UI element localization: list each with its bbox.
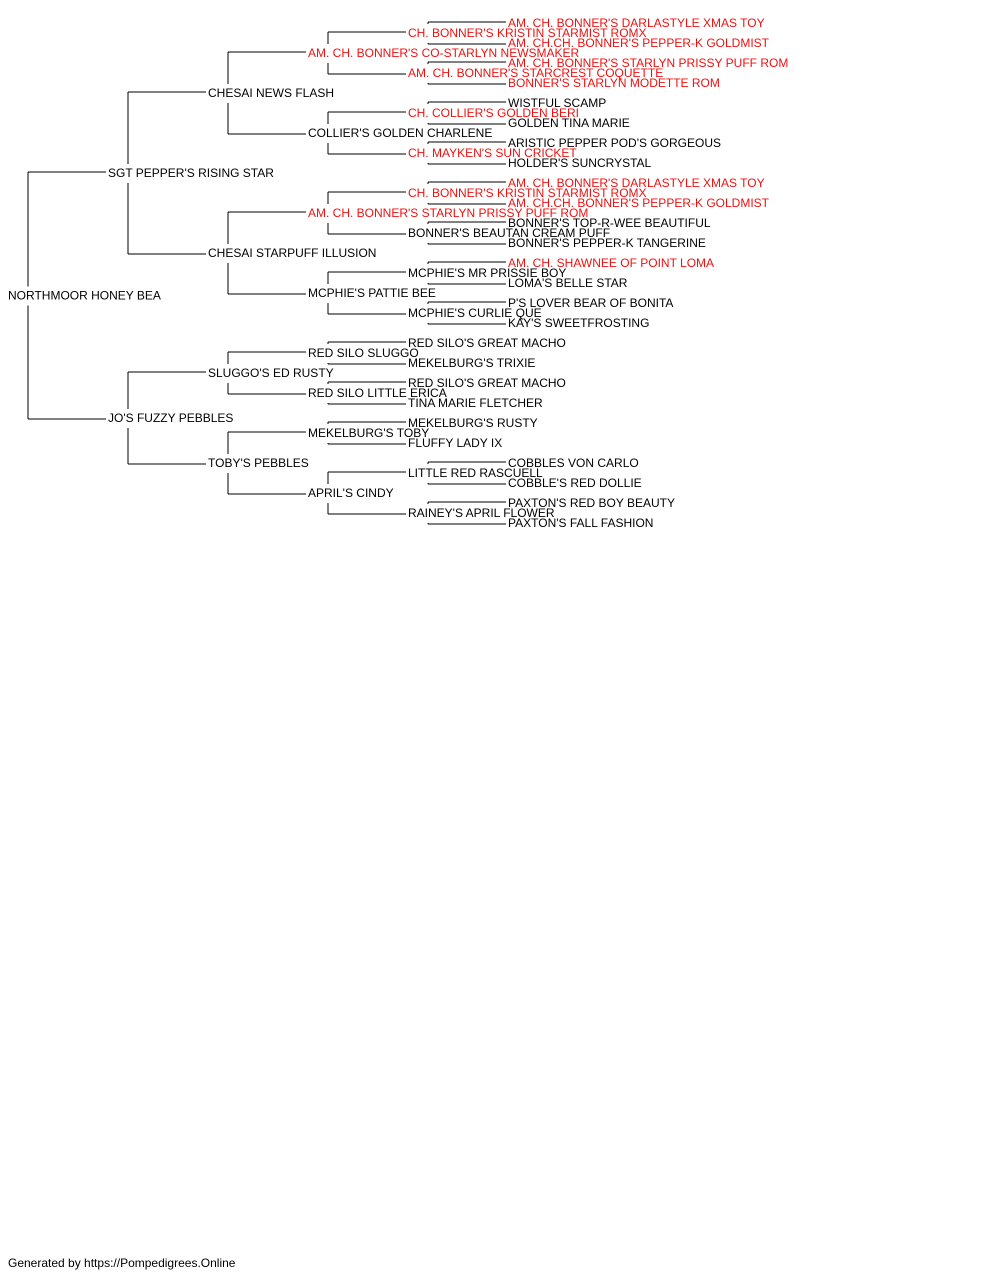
dog-name: CH. COLLIER'S GOLDEN BERI (408, 106, 579, 120)
dog-name: CHESAI STARPUFF ILLUSION (208, 246, 376, 260)
dog-name: COLLIER'S GOLDEN CHARLENE (308, 126, 492, 140)
dog-name: MCPHIE'S MR PRISSIE BOY (408, 266, 566, 280)
dog-name: WISTFUL SCAMP (508, 96, 606, 110)
dog-name: CHESAI NEWS FLASH (208, 86, 334, 100)
dog-name: LITTLE RED RASCUELL (408, 466, 543, 480)
dog-name: MCPHIE'S CURLIE QUE (408, 306, 542, 320)
dog-name: RED SILO LITTLE ERICA (308, 386, 447, 400)
dog-name: AM. CH.CH. BONNER'S PEPPER-K GOLDMIST (508, 196, 770, 210)
pedigree-tree: NORTHMOOR HONEY BEA SGT PEPPER'S RISING S… (8, 16, 788, 530)
dog-name: SLUGGO'S ED RUSTY (208, 366, 334, 380)
dog-name: AM. CH. BONNER'S STARLYN PRISSY PUFF ROM (308, 206, 588, 220)
dog-name: BONNER'S TOP-R-WEE BEAUTIFUL (508, 216, 711, 230)
dog-name: KAY'S SWEETFROSTING (508, 316, 649, 330)
dog-name: AM. CH. BONNER'S STARCREST COQUETTE (408, 66, 663, 80)
dog-name: BONNER'S BEAUTAN CREAM PUFF (408, 226, 610, 240)
dog-name: APRIL'S CINDY (308, 486, 394, 500)
dog-name: JO'S FUZZY PEBBLES (108, 411, 233, 425)
dog-name: FLUFFY LADY IX (408, 436, 502, 450)
dog-name: PAXTON'S RED BOY BEAUTY (508, 496, 675, 510)
dog-name: AM. CH.CH. BONNER'S PEPPER-K GOLDMIST (508, 36, 770, 50)
dog-name: PAXTON'S FALL FASHION (508, 516, 653, 530)
dog-name: AM. CH. BONNER'S CO-STARLYN NEWSMAKER (308, 46, 580, 60)
dog-name: MEKELBURG'S TOBY (308, 426, 429, 440)
dog-name: LOMA'S BELLE STAR (508, 276, 628, 290)
dog-name: AM. CH. BONNER'S DARLASTYLE XMAS TOY (508, 16, 765, 30)
dog-name: RAINEY'S APRIL FLOWER (408, 506, 555, 520)
dog-name: SGT PEPPER'S RISING STAR (108, 166, 274, 180)
dog-name: AM. CH. SHAWNEE OF POINT LOMA (508, 256, 714, 270)
dog-name: ARISTIC PEPPER POD'S GORGEOUS (508, 136, 721, 150)
dog-name: COBBLES VON CARLO (508, 456, 639, 470)
dog-name: HOLDER'S SUNCRYSTAL (508, 156, 652, 170)
dog-name: CH. MAYKEN'S SUN CRICKET (408, 146, 577, 160)
dog-name: NORTHMOOR HONEY BEA (8, 289, 161, 303)
dog-name: CH. BONNER'S KRISTIN STARMIST ROMX (408, 186, 647, 200)
dog-name: MCPHIE'S PATTIE BEE (308, 286, 436, 300)
dog-name: COBBLE'S RED DOLLIE (508, 476, 642, 490)
dog-name: MEKELBURG'S TRIXIE (408, 356, 535, 370)
dog-name: GOLDEN TINA MARIE (508, 116, 630, 130)
dog-name: TINA MARIE FLETCHER (408, 396, 543, 410)
dog-name: TOBY'S PEBBLES (208, 456, 309, 470)
dog-name: AM. CH. BONNER'S DARLASTYLE XMAS TOY (508, 176, 765, 190)
footer-credit: Generated by https://Pompedigrees.Online (8, 1256, 236, 1270)
dog-name: RED SILO SLUGGO (308, 346, 419, 360)
dog-name: CH. BONNER'S KRISTIN STARMIST ROMX (408, 26, 647, 40)
dog-name: P'S LOVER BEAR OF BONITA (508, 296, 673, 310)
dog-name: BONNER'S PEPPER-K TANGERINE (508, 236, 706, 250)
dog-name: RED SILO'S GREAT MACHO (408, 336, 566, 350)
dog-name: BONNER'S STARLYN MODETTE ROM (508, 76, 720, 90)
dog-name: RED SILO'S GREAT MACHO (408, 376, 566, 390)
dog-name: MEKELBURG'S RUSTY (408, 416, 538, 430)
dog-name: AM. CH. BONNER'S STARLYN PRISSY PUFF ROM (508, 56, 788, 70)
